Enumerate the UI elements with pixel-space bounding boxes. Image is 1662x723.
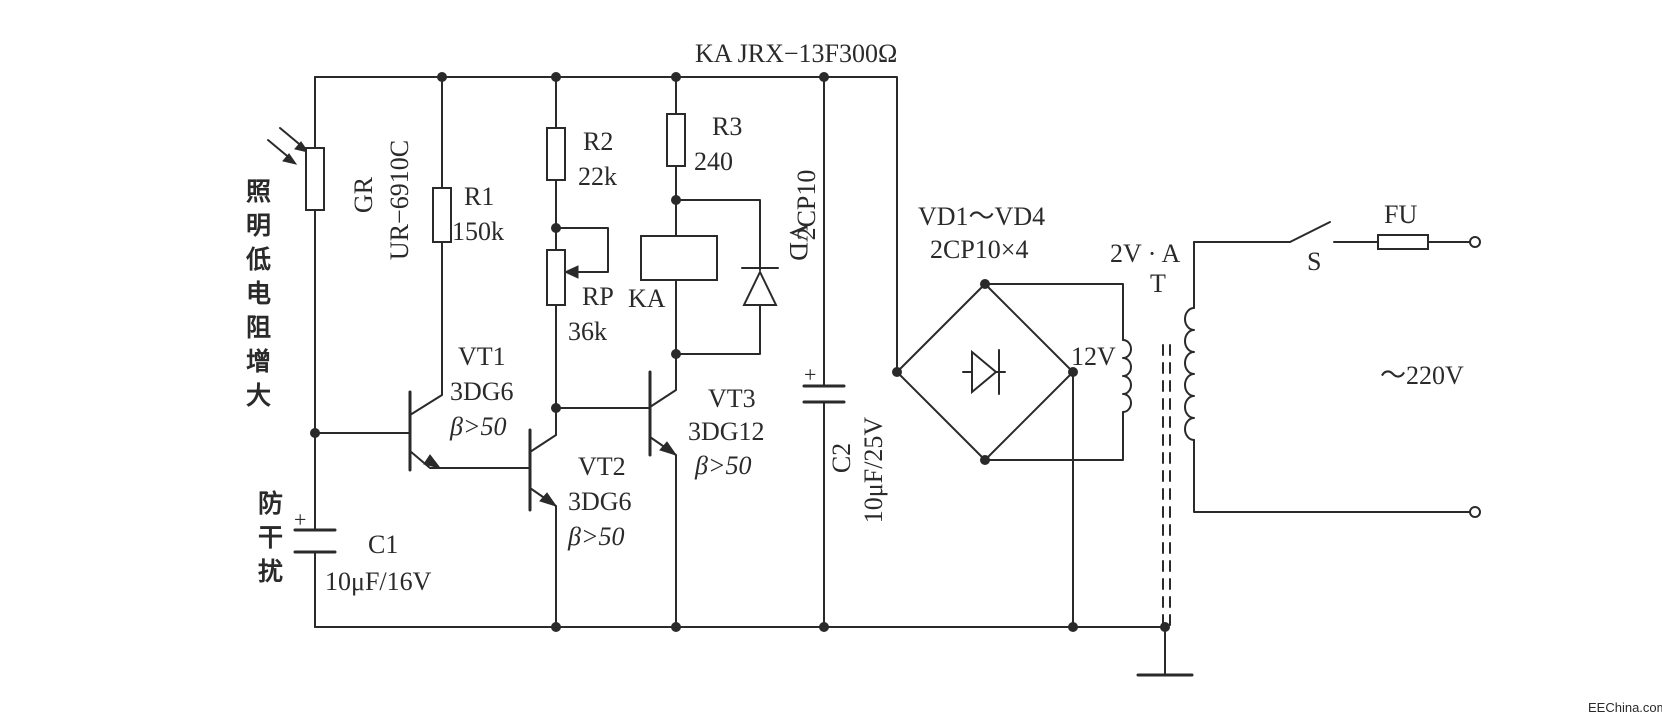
gr-model: UR−6910C [385,140,414,260]
note-char: 低 [245,245,271,274]
vt2-beta: β>50 [567,522,625,551]
transistor-vt3 [648,370,678,457]
resistor-r2 [546,127,566,181]
r3-name: R3 [712,112,742,141]
vt3-model: 3DG12 [688,417,765,446]
mains-terminal-top [1469,236,1481,248]
mains-terminal-bottom [1469,506,1481,518]
c2-plus: + [804,362,816,387]
r2-name: R2 [583,127,613,156]
transformer-primary-coil [1184,307,1195,441]
bridge-name: VD1～VD4 [918,202,1045,231]
r1-value: 150k [452,217,504,246]
vt3-beta: β>50 [694,451,752,480]
c2-value: 10μF/25V [859,417,888,524]
light-arrows-icon [267,127,310,165]
potentiometer-rp [546,249,566,306]
note-char: 防 [258,489,283,518]
vt3-name: VT3 [708,384,756,413]
vt2-model: 3DG6 [568,487,632,516]
transistor-vt2 [528,428,558,512]
c1-name: C1 [368,530,398,559]
note-char: 干 [258,523,283,552]
note-char: 阻 [246,313,271,342]
vt1-model: 3DG6 [450,377,514,406]
note-char: 明 [246,211,271,240]
rp-name: RP [582,282,614,311]
relay-coil-ka [640,235,718,281]
transformer-name: T [1150,269,1166,298]
gr-name: GR [349,176,378,213]
r2-value: 22k [578,162,617,191]
transformer-secondary-coil [1122,339,1132,413]
switch-label: S [1307,247,1321,276]
resistor-r3 [666,113,686,167]
diode-vd-icon [741,259,779,306]
r1-name: R1 [464,182,494,211]
junction-dots [310,72,1170,632]
bridge-model: 2CP10×4 [930,235,1028,264]
note-char: 增 [246,347,271,376]
resistor-r1 [432,187,452,243]
transistor-vt1 [408,390,442,472]
bridge-diode-icon [962,349,1006,395]
mains-voltage: ～220V [1380,361,1464,390]
c2-name: C2 [827,443,856,473]
c1-value: 10μF/16V [325,567,432,596]
vt2-name: VT2 [578,452,626,481]
vd-model: 2CP10 [792,170,821,241]
relay-label: KA JRX−13F300Ω [695,39,897,68]
transformer-secondary-voltage: 12V [1071,342,1116,371]
switch-s-icon [1289,221,1331,243]
vd-name: VD [784,223,813,261]
note-char: 扰 [258,557,283,586]
potentiometer-wiper [563,265,579,279]
rp-value: 36k [568,317,607,346]
note-char: 电 [246,279,271,308]
fuse-fu [1377,234,1429,250]
capacitor-c2 [802,384,846,404]
note-char: 照 [246,177,271,206]
note-vertical: 照 明 低 电 阻 增 大 [245,177,271,410]
transformer-rating: 2V · A [1110,239,1181,268]
vt1-beta: β>50 [449,412,507,441]
photoresistor-gr [305,147,325,211]
note-char: 大 [246,381,271,410]
c1-plus: + [294,507,306,532]
anti-interference-note: 防 干 扰 [258,489,283,586]
vt1-name: VT1 [458,342,506,371]
capacitor-c1 [293,528,337,554]
wires [314,76,1471,677]
watermark: EEChina.com [1588,700,1662,715]
ka-coil-label: KA [628,284,666,313]
r3-value: 240 [694,147,733,176]
fuse-label: FU [1384,200,1417,229]
